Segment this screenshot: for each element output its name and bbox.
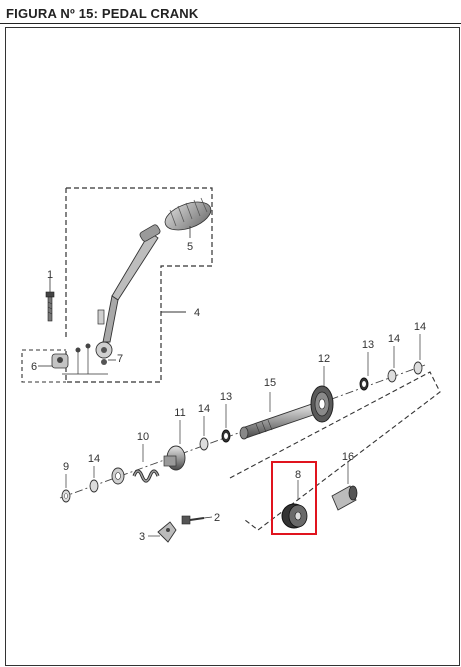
label-part-8: 8: [295, 469, 301, 481]
highlight-box: [271, 461, 317, 535]
label-part-14a: 14: [88, 453, 100, 465]
subgroup-outline-6: [21, 349, 66, 383]
ratchet-part-11: [163, 420, 186, 471]
washer-part-9: [61, 474, 71, 503]
label-part-7: 7: [117, 353, 123, 365]
label-part-10: 10: [137, 431, 149, 443]
bushing-part-16: [331, 462, 358, 511]
circlip-part-13b: [359, 352, 369, 391]
label-part-2: 2: [214, 512, 220, 524]
drum-part-8: [271, 461, 317, 535]
label-part-5: 5: [187, 241, 193, 253]
bolt-part-1: [45, 278, 55, 322]
pedal-grip-part-5: [164, 197, 212, 231]
circlip-part-13a: [221, 404, 231, 443]
spring-part-10: [132, 444, 160, 483]
label-part-13a: 13: [220, 391, 232, 403]
washer-part-14c: [387, 346, 397, 383]
label-part-11: 11: [174, 407, 185, 419]
label-part-6: 6: [31, 361, 37, 373]
washer-part-14a: [89, 466, 99, 493]
small-pins: [62, 343, 108, 375]
washer-part-14b: [199, 416, 209, 451]
label-part-14c: 14: [388, 333, 400, 345]
label-part-14b: 14: [198, 403, 210, 415]
group-outline-4: [65, 187, 213, 383]
label-part-16: 16: [342, 451, 354, 463]
label-part-12: 12: [318, 353, 330, 365]
gear-part-12: [310, 366, 334, 423]
stopper-part-3: [148, 521, 177, 543]
figure-title: FIGURA Nº 15: PEDAL CRANK: [6, 6, 199, 21]
pedal-lever-arm: [95, 224, 161, 359]
label-part-9: 9: [63, 461, 69, 473]
label-part-15: 15: [264, 377, 276, 389]
kick-shaft-part-15: [239, 392, 317, 440]
diagram-frame: [5, 27, 460, 666]
hardware-part-7: [101, 359, 116, 365]
label-part-1: 1: [47, 269, 53, 281]
washer-part-14d: [413, 334, 423, 375]
bushing-small: [111, 467, 125, 485]
screw-part-2: [181, 515, 213, 525]
clamp-part-6: [38, 353, 69, 369]
label-part-13b: 13: [362, 339, 374, 351]
group-outline-8-16: [229, 371, 441, 531]
label-part-3: 3: [139, 531, 145, 543]
title-rule: [0, 23, 461, 24]
label-part-4: 4: [194, 307, 200, 319]
label-part-14d: 14: [414, 321, 426, 333]
